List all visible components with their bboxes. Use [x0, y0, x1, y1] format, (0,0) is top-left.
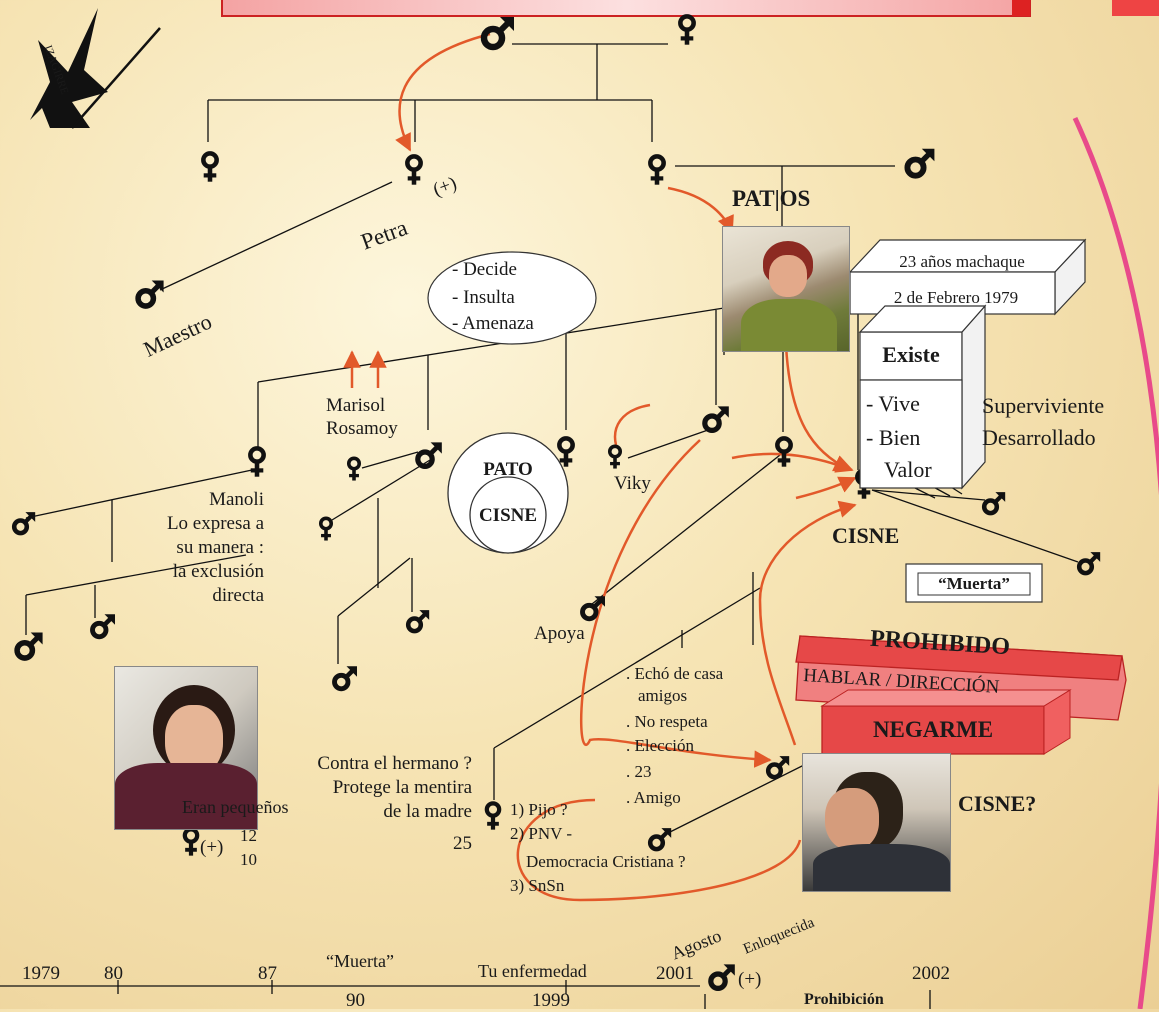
pink-arc — [1072, 116, 1159, 1009]
female-icon — [349, 458, 359, 480]
timeline-bottom-label: 1999 — [532, 990, 570, 1011]
box-line1: 23 años machaque — [899, 252, 1025, 271]
muerta-box — [905, 563, 1043, 603]
existe-title: Existe — [882, 342, 940, 367]
male-icon — [1079, 552, 1100, 573]
manoli-line: directa — [212, 585, 264, 606]
existe-result: Desarrollado — [982, 425, 1096, 450]
photo-daughter — [114, 666, 258, 830]
timeline-label: Tu enfermedad — [478, 961, 587, 981]
contra-line: Protege la mentira — [332, 777, 472, 798]
male-icon — [138, 281, 164, 307]
rosamoy-name: Rosamoy — [326, 418, 398, 439]
male-icon — [408, 610, 429, 631]
male-icon — [14, 512, 35, 533]
cisne-label: CISNE — [832, 523, 900, 548]
manoli-line: la exclusión — [172, 561, 264, 582]
female-icon — [610, 446, 620, 468]
contra-line: 25 — [453, 833, 472, 854]
male-icon — [705, 406, 729, 430]
pijo-line: 3) SnSn — [510, 876, 565, 895]
manoli-line: su manera : — [176, 537, 264, 558]
echo-line: . Echó de casa — [626, 664, 724, 683]
female-icon — [777, 438, 790, 466]
eran-n2: 10 — [240, 850, 257, 869]
oval-item: - Decide — [452, 259, 517, 280]
box-line2: 2 de Febrero 1979 — [893, 288, 1019, 307]
viky-name: Viky — [614, 473, 651, 494]
female-icon — [185, 829, 197, 855]
male-icon — [418, 442, 442, 466]
existe-item: - Vive — [866, 391, 920, 416]
female-icon — [321, 518, 331, 540]
timeline — [0, 980, 931, 1009]
timeline-label: 1979 — [22, 963, 60, 984]
muerta-text: “Muerta” — [938, 574, 1010, 593]
timeline-bottom-label: 90 — [346, 990, 365, 1011]
male-icon — [17, 633, 42, 659]
timeline-label: 87 — [258, 963, 277, 984]
timeline-label: (+) — [738, 969, 762, 990]
cisne-question: CISNE? — [958, 791, 1037, 816]
logo — [30, 8, 161, 129]
pijo-line: 2) PNV - — [510, 824, 573, 843]
prohibido-box — [795, 635, 1127, 755]
manoli-line: Lo expresa a — [166, 513, 264, 534]
oval-shape — [427, 251, 597, 345]
existe-result: Superviviente — [982, 393, 1105, 418]
timeline-bottom-label: Prohibición — [804, 991, 884, 1008]
male-icon — [907, 149, 934, 176]
echo-line: . No respeta — [626, 712, 708, 731]
female-icon — [407, 156, 420, 184]
pato-cisne-symbol — [447, 432, 569, 554]
timeline-label: 2002 — [912, 963, 950, 984]
male-icon — [335, 666, 358, 689]
female-icon — [680, 16, 693, 44]
contra-line: de la madre — [383, 801, 472, 822]
pato-text: PATO — [483, 459, 533, 480]
existe-item: - Bien — [866, 425, 921, 450]
orange-arrows — [343, 32, 857, 902]
female-icon — [203, 153, 216, 181]
eran-title: Eran pequeños — [182, 797, 289, 817]
female-icon — [650, 156, 663, 184]
photo-mother — [722, 226, 850, 352]
male-icon — [93, 614, 116, 637]
male-icon — [984, 492, 1005, 513]
male-icon — [484, 17, 514, 47]
oval-item: - Amenaza — [452, 313, 534, 334]
existe-cube — [858, 304, 987, 490]
eran-mark: (+) — [200, 837, 224, 858]
timeline-label: 2001 — [656, 963, 694, 984]
manoli-line: Manoli — [209, 489, 264, 510]
echo-line: amigos — [638, 686, 688, 705]
female-icon — [559, 438, 572, 466]
apoya-name: Apoya — [534, 623, 585, 644]
eran-n1: 12 — [240, 826, 257, 845]
echo-line: . 23 — [626, 762, 652, 781]
pijo-line: 1) Pijo ? — [510, 800, 568, 819]
top-banner — [221, 0, 1159, 17]
pijo-line: Democracia Cristiana ? — [526, 852, 686, 871]
echo-line: . Amigo — [626, 788, 681, 807]
photo-son — [802, 753, 951, 892]
male-icon — [650, 828, 671, 849]
tree-lines — [25, 43, 1079, 839]
patos-label: PAT|OS — [732, 186, 811, 211]
female-icon — [487, 803, 499, 829]
cisne-text: CISNE — [478, 505, 538, 526]
timeline-label: 80 — [104, 963, 123, 984]
marisol-name: Marisol — [326, 395, 386, 416]
existe-item: Valor — [884, 457, 932, 482]
timeline-label: “Muerta” — [326, 951, 394, 971]
echo-line: . Elección — [626, 736, 694, 755]
negarme-text: NEGARME — [872, 717, 994, 742]
oval-item: - Insulta — [452, 287, 515, 308]
female-icon — [250, 448, 263, 476]
contra-line: Contra el hermano ? — [317, 753, 472, 774]
male-icon — [711, 964, 735, 988]
